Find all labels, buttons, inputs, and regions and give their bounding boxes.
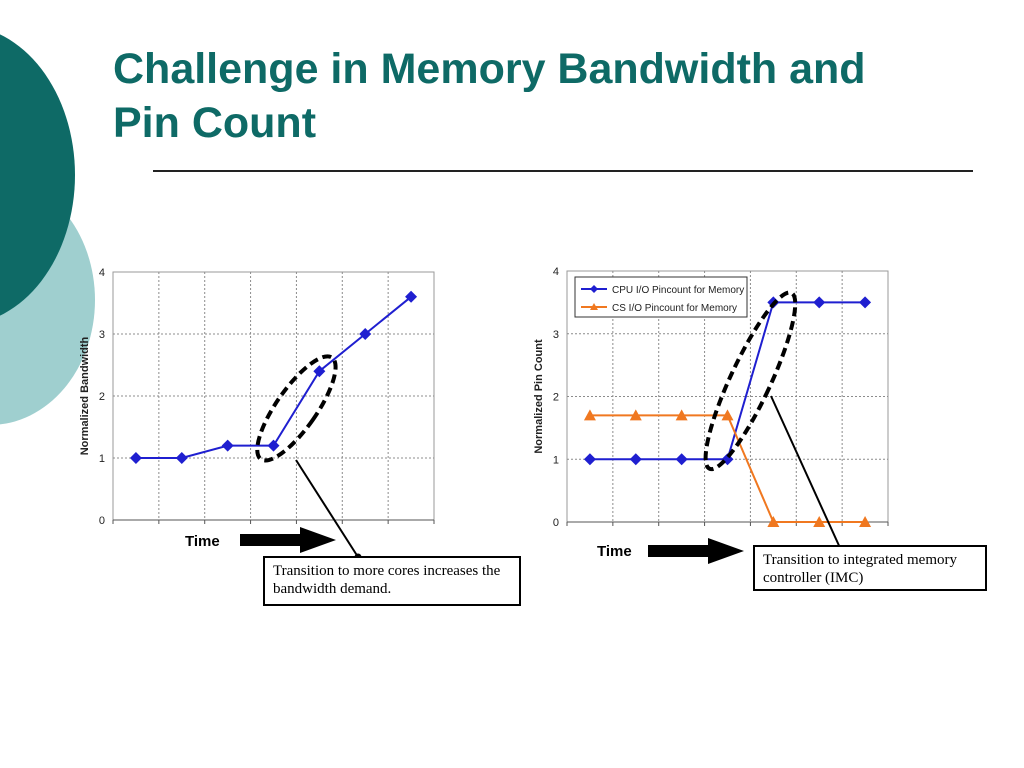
data-point bbox=[721, 409, 734, 421]
time-arrow bbox=[240, 527, 336, 553]
y-tick-label: 4 bbox=[99, 267, 105, 279]
title-divider bbox=[153, 170, 973, 172]
legend-label: CPU I/O Pincount for Memory bbox=[612, 285, 744, 296]
dark-circle bbox=[0, 34, 75, 316]
legend: CPU I/O Pincount for Memory CS I/O Pincou… bbox=[574, 276, 748, 318]
y-tick-label: 1 bbox=[99, 453, 105, 465]
data-point bbox=[405, 290, 418, 303]
bandwidth-callout-text: Transition to more cores increases the b… bbox=[273, 563, 501, 597]
data-point bbox=[583, 409, 596, 421]
data-point bbox=[221, 439, 234, 452]
data-point bbox=[859, 516, 872, 527]
y-tick-label: 0 bbox=[553, 517, 559, 529]
data-point bbox=[175, 452, 188, 464]
y-tick-label: 0 bbox=[99, 515, 105, 527]
data-point bbox=[129, 452, 142, 464]
slide-title: Challenge in Memory Bandwidth and Pin Co… bbox=[113, 42, 973, 150]
x-axis-label: Time bbox=[597, 543, 632, 560]
legend-swatch-marker bbox=[590, 285, 598, 293]
highlight-ellipse bbox=[255, 354, 338, 463]
y-tick-label: 1 bbox=[553, 454, 559, 466]
data-point bbox=[583, 453, 596, 466]
data-point bbox=[313, 365, 326, 378]
data-point bbox=[813, 516, 826, 527]
highlight-ellipse bbox=[703, 290, 798, 472]
y-tick-label: 4 bbox=[553, 266, 559, 278]
data-point bbox=[813, 296, 826, 309]
y-tick-label: 3 bbox=[553, 329, 559, 341]
data-point bbox=[859, 296, 872, 309]
pincount-callout: Transition to integrated memory controll… bbox=[753, 545, 987, 591]
x-axis-label: Time bbox=[185, 533, 220, 550]
y-axis-label: Normalized Bandwidth bbox=[79, 336, 91, 455]
y-tick-label: 2 bbox=[99, 391, 105, 403]
pincount-callout-text: Transition to integrated memory controll… bbox=[763, 552, 958, 586]
y-tick-label: 3 bbox=[99, 329, 105, 341]
legend-box bbox=[574, 276, 748, 318]
data-point bbox=[767, 516, 780, 527]
data-point bbox=[675, 409, 688, 421]
legend-label: CS I/O Pincount for Memory bbox=[612, 303, 737, 314]
data-point bbox=[359, 328, 372, 340]
y-tick-label: 2 bbox=[553, 392, 559, 404]
callout-pointer bbox=[770, 395, 852, 573]
callout-pointer bbox=[295, 459, 359, 558]
data-point bbox=[267, 439, 280, 452]
data-point bbox=[629, 409, 642, 421]
slide-title-line1: Challenge in Memory Bandwidth and bbox=[113, 45, 866, 93]
time-arrow bbox=[648, 538, 744, 564]
bandwidth-callout: Transition to more cores increases the b… bbox=[263, 556, 521, 606]
data-point bbox=[675, 453, 688, 466]
legend-swatch-marker bbox=[590, 303, 598, 310]
data-point bbox=[629, 453, 642, 466]
y-axis-label: Normalized Pin Count bbox=[533, 339, 545, 454]
slide-title-line2: Pin Count bbox=[113, 99, 317, 147]
